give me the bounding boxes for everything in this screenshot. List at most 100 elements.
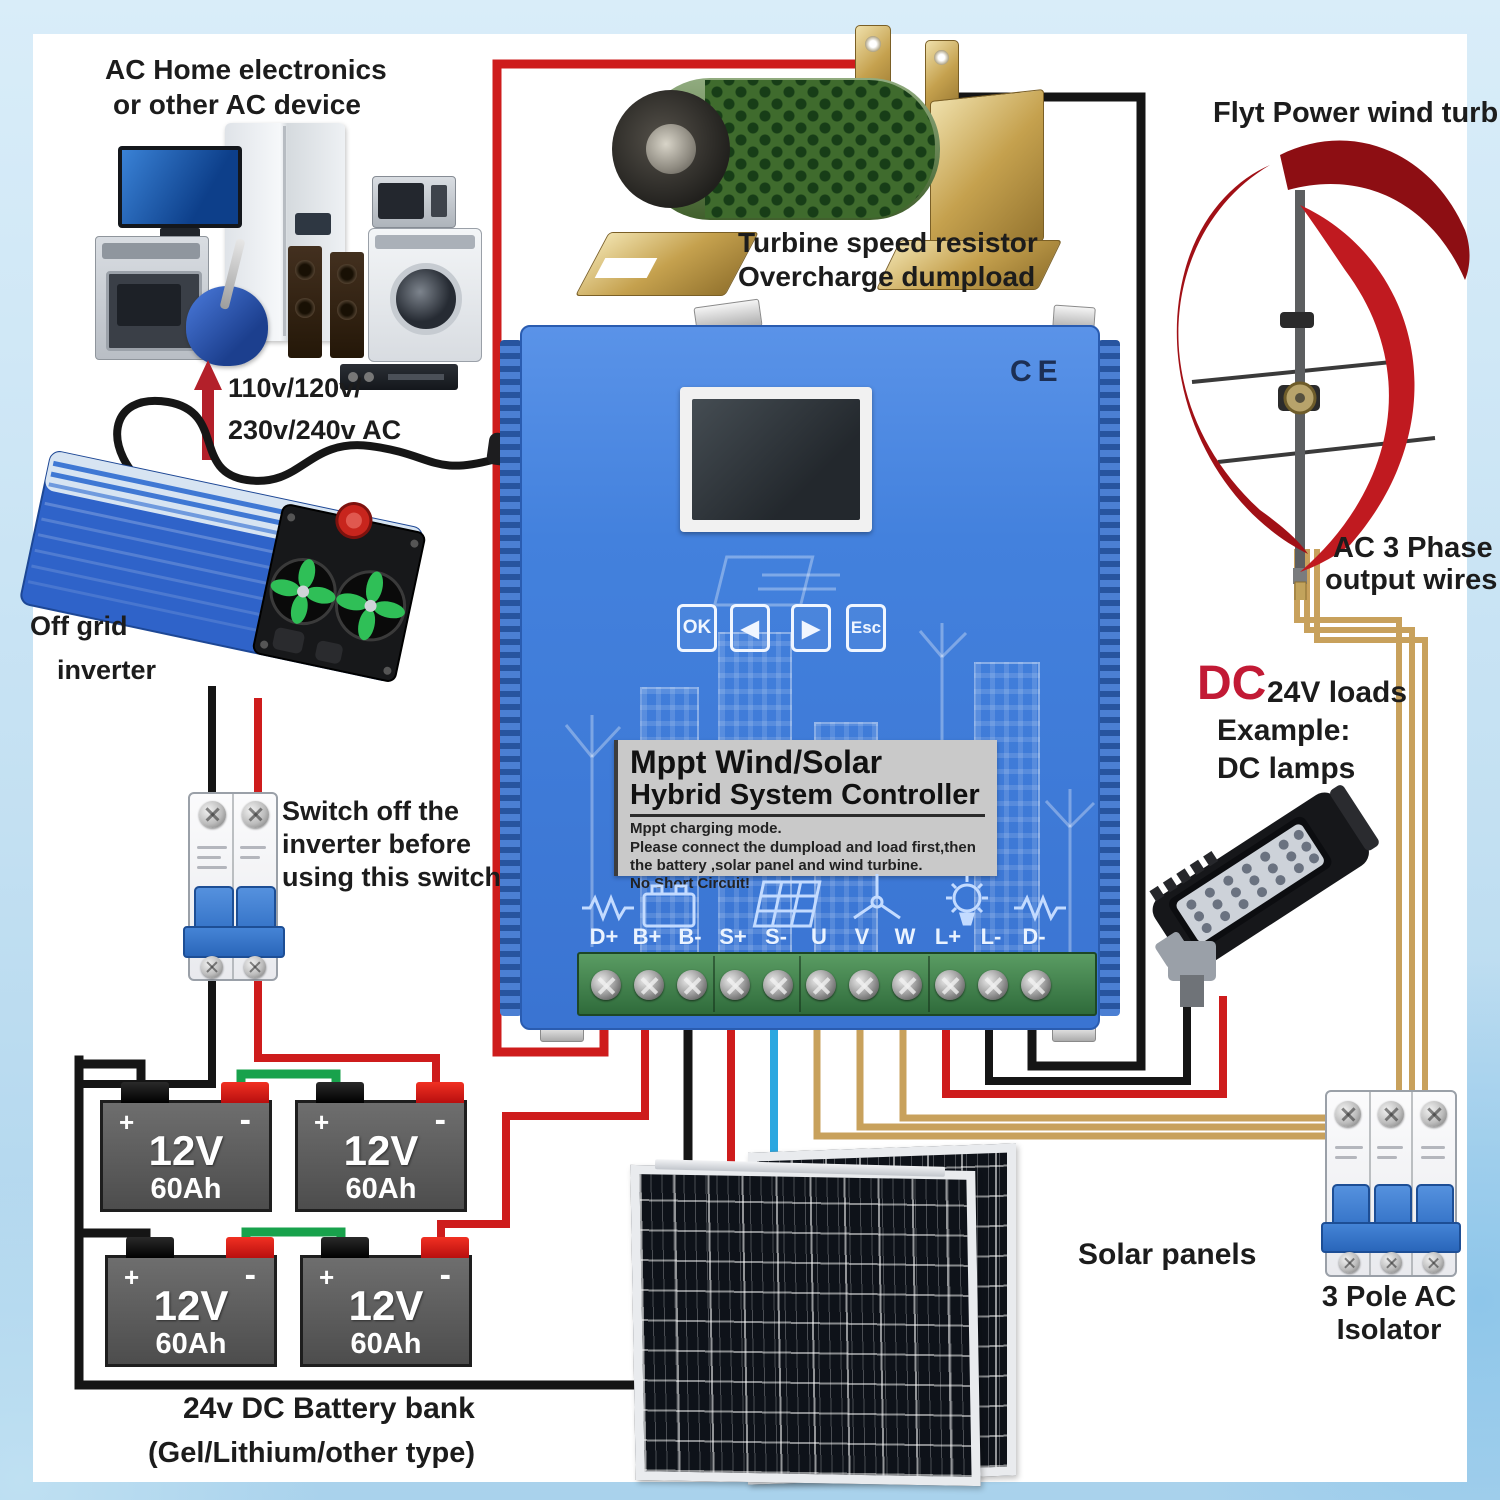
solar-panel-front (630, 1164, 981, 1487)
terminal-label-b-plus: B+ (632, 924, 662, 949)
turbine-blade-right (1300, 205, 1415, 572)
controller-note-line2: Please connect the dumpload and load fir… (630, 838, 976, 856)
ac3phase-label-line2: output wires (1325, 564, 1498, 596)
terminal-label-v: V (854, 924, 870, 949)
ce-mark: CE (1010, 355, 1064, 388)
battery-4: + - 12V 60Ah (300, 1237, 472, 1367)
wind-turbine-icon (853, 874, 901, 920)
lcd-display-frame (680, 387, 872, 532)
solar-panels-label: Solar panels (1078, 1238, 1257, 1271)
ac3phase-label-line1: AC 3 Phase (1333, 532, 1493, 564)
terminal-screw[interactable] (634, 970, 664, 1000)
battery-icon (642, 884, 696, 928)
terminal-label-d-plus: D+ (589, 924, 619, 949)
left-arrow-button[interactable]: ◀ (730, 604, 770, 652)
resistor-icon (1014, 893, 1066, 923)
battery-terminal-red (226, 1237, 274, 1258)
isolator-label-line1: 3 Pole AC (1321, 1281, 1457, 1313)
dumpload-label-line2: Overcharge dumpload (738, 261, 1036, 292)
turbine-blade-left (1176, 165, 1308, 554)
breaker-toggle-bar (183, 926, 285, 958)
speaker-right (330, 252, 364, 358)
terminal-screw[interactable] (677, 970, 707, 1000)
battery-voltage: 12V (343, 1127, 419, 1174)
right-arrow-button[interactable]: ▶ (791, 604, 831, 652)
terminal-screw[interactable] (978, 970, 1008, 1000)
wire-phase-v (856, 1020, 1336, 1131)
dc-label: DC (1197, 657, 1267, 710)
terminal-label-u: U (811, 924, 827, 949)
switch-note-line1: Switch off the (282, 796, 459, 826)
battery-terminal-black (321, 1237, 369, 1258)
wire-turbine-phase2 (1304, 549, 1415, 1098)
battery-2: + - 12V 60Ah (295, 1082, 467, 1212)
terminal-screw[interactable] (849, 970, 879, 1000)
ac-home-label-line1: AC Home electronics (105, 54, 387, 85)
ac-isolator-3pole (1321, 1090, 1461, 1277)
terminal-screw[interactable] (892, 970, 922, 1000)
dumpload-label-line1: Turbine speed resistor (738, 227, 1038, 258)
battery-voltage: 12V (148, 1127, 224, 1174)
terminal-label-s-plus: S+ (719, 924, 747, 949)
switch-note-line2: inverter before (282, 829, 472, 859)
terminal-label-l-plus: L+ (934, 924, 962, 949)
controller-label-plate: Mppt Wind/Solar Hybrid System Controller… (614, 740, 997, 892)
refrigerator-panel (295, 213, 331, 235)
inverter-label-line1: Off grid (30, 611, 128, 641)
battery-3: + - 12V 60Ah (105, 1237, 277, 1367)
inverter-label-line2: inverter (57, 655, 157, 685)
tv-stand (160, 228, 200, 238)
switch-note-line3: using this switch (282, 862, 502, 892)
battery-capacity: 60Ah (150, 1173, 222, 1205)
lamp-icon (946, 876, 988, 926)
wire-dumpload-positive (492, 59, 883, 1057)
controller-note-line1: Mppt charging mode. (630, 820, 782, 838)
battery-capacity: 60Ah (345, 1173, 417, 1205)
resistor-icon (582, 893, 634, 923)
battery-terminal-black (316, 1082, 364, 1103)
terminal-screw[interactable] (720, 970, 750, 1000)
controller-note-line3: the battery ,solar panel and wind turbin… (630, 857, 923, 875)
ac-home-label-line2: or other AC device (113, 89, 361, 120)
battery-terminal-black (121, 1082, 169, 1103)
terminal-label-s-minus: S- (765, 924, 787, 949)
washing-machine (368, 228, 482, 362)
battery-plus-sign: + (119, 1107, 135, 1137)
fan-icon-right (336, 571, 405, 641)
controller-fin-right (1098, 340, 1120, 1016)
controller-title-line1: Mppt Wind/Solar (630, 744, 883, 780)
controller-title-line2: Hybrid System Controller (630, 778, 980, 811)
battery-capacity: 60Ah (350, 1328, 422, 1360)
battery-plus-sign: + (124, 1262, 140, 1292)
dc-loads-label: 24V loads (1267, 676, 1408, 709)
battery-terminal-red (421, 1237, 469, 1258)
hybrid-controller: CE OK ◀ ▶ Esc Mppt Wind/Solar Hybrid Sys… (520, 325, 1100, 1030)
terminal-screw[interactable] (806, 970, 836, 1000)
terminal-screw[interactable] (1021, 970, 1051, 1000)
ok-button[interactable]: OK (677, 604, 717, 652)
isolator-label-line2: Isolator (1336, 1314, 1442, 1346)
speaker-left (288, 246, 322, 358)
wire-phase-u (813, 1020, 1336, 1140)
battery-terminal-red (416, 1082, 464, 1103)
tv (118, 146, 242, 228)
appliances-cluster (90, 118, 490, 393)
dumpload-resistor-cap (612, 90, 730, 208)
wire-dumpload-negative (941, 92, 1146, 1071)
solar-panel-icon (752, 880, 822, 928)
terminal-screw[interactable] (591, 970, 621, 1000)
battery-bank-label-line1: 24v DC Battery bank (183, 1392, 475, 1425)
battery-minus-sign: - (434, 1101, 446, 1139)
terminal-label-l-minus: L- (980, 924, 1002, 949)
fan-icon-left (270, 559, 336, 624)
terminal-label-w: W (894, 924, 916, 949)
inverter-breaker-2pole (183, 792, 285, 981)
terminal-icons (582, 874, 1066, 928)
led-array (1186, 829, 1320, 934)
terminal-screw[interactable] (763, 970, 793, 1000)
battery-minus-sign: - (239, 1101, 251, 1139)
terminal-screw[interactable] (935, 970, 965, 1000)
isolator-toggle-bar (1321, 1222, 1461, 1253)
esc-button[interactable]: Esc (846, 604, 886, 652)
